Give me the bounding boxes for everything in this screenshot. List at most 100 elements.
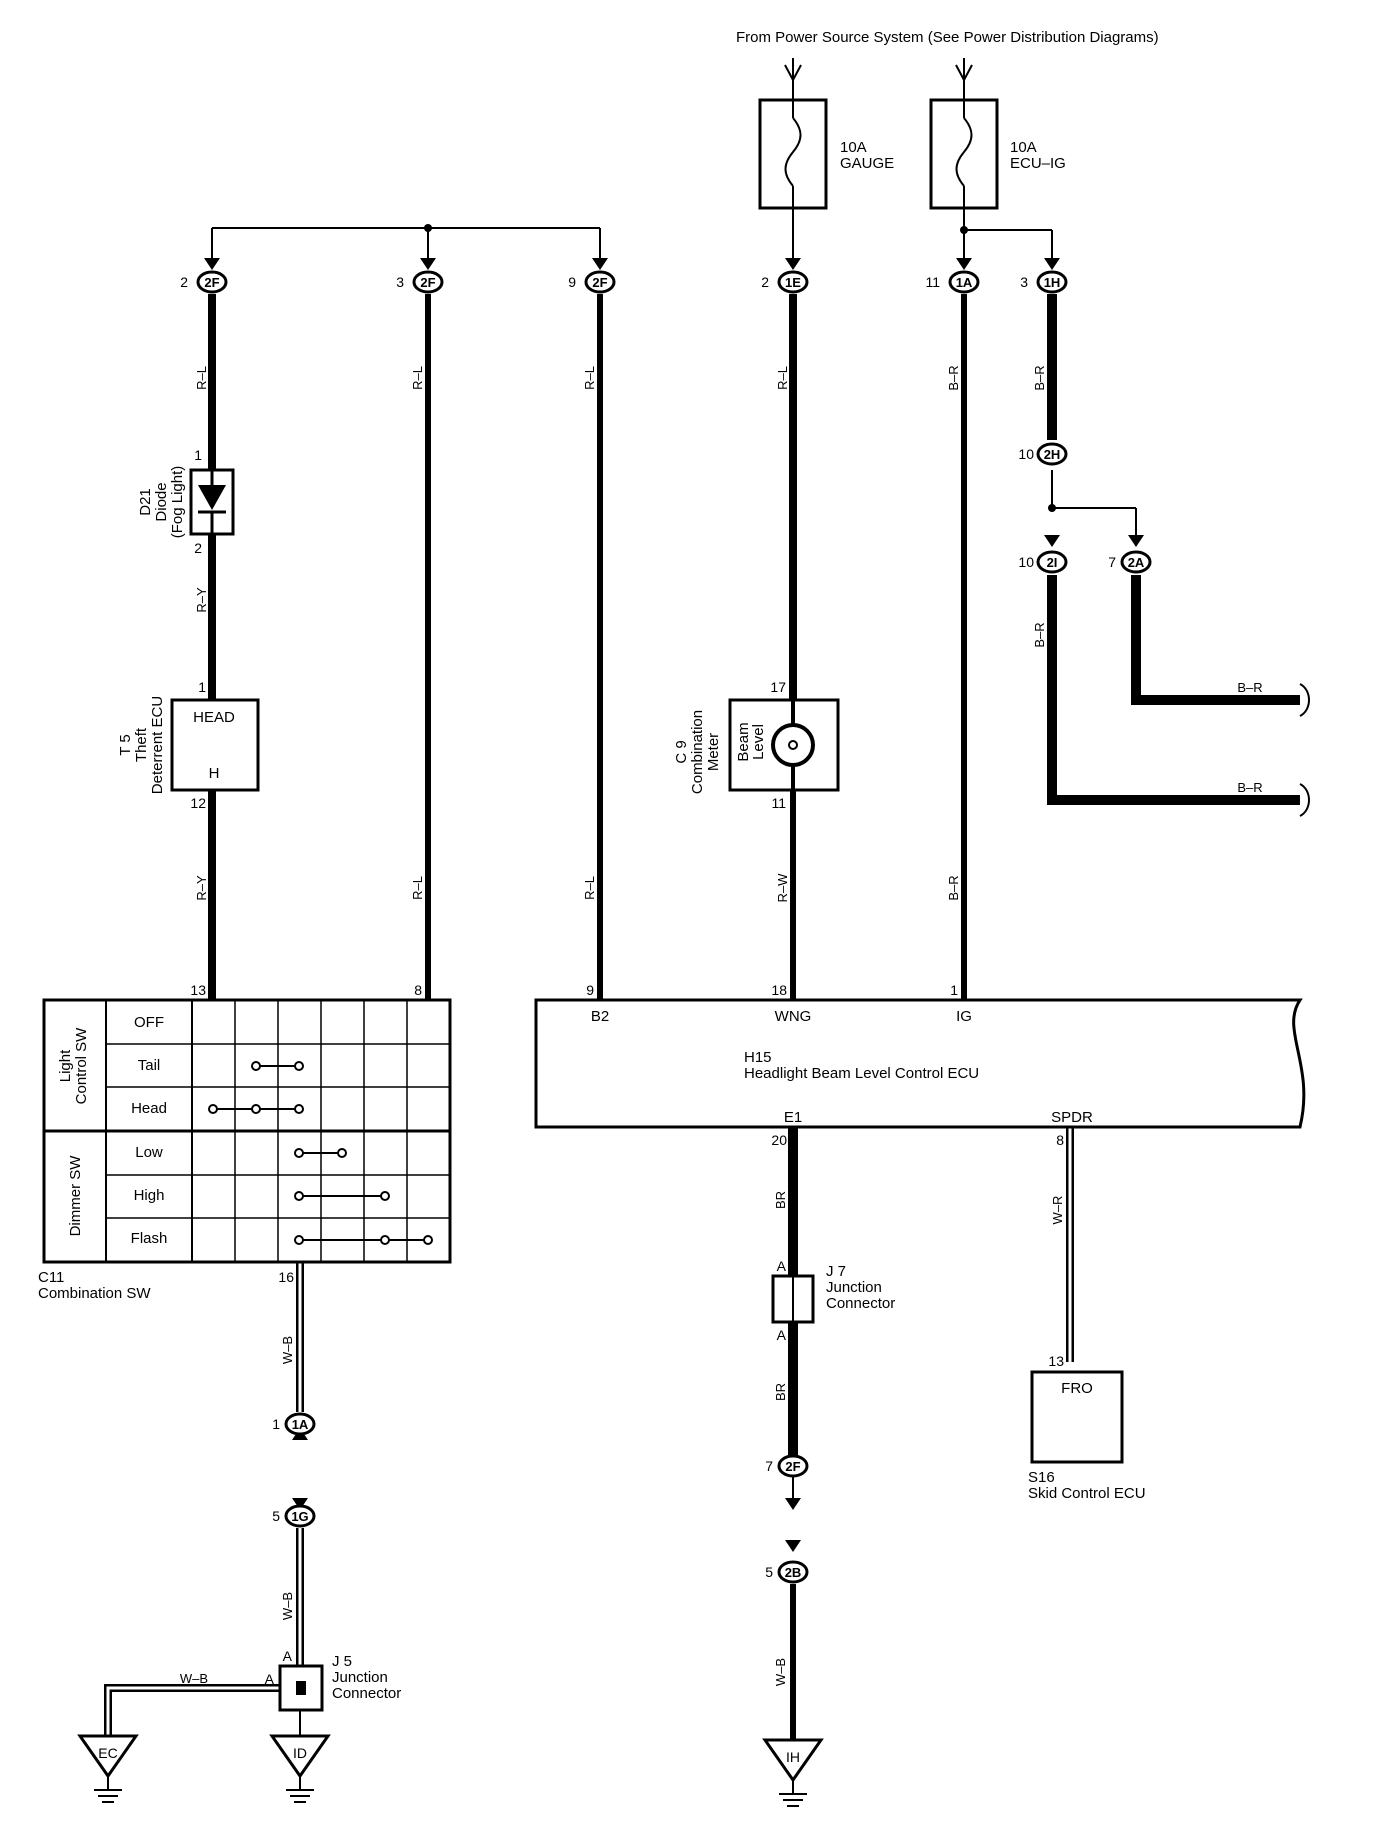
white-wires (104, 1128, 1074, 1736)
svg-text:1: 1 (950, 982, 958, 998)
svg-text:7: 7 (1108, 554, 1116, 570)
connector-2a: 2A7 (1108, 550, 1152, 574)
svg-text:2: 2 (194, 540, 202, 556)
svg-text:S16: S16 (1028, 1469, 1055, 1486)
svg-text:SPDR: SPDR (1051, 1109, 1093, 1126)
svg-text:10A: 10A (1010, 139, 1037, 156)
svg-text:R–L: R–L (194, 366, 209, 390)
svg-text:R–L: R–L (775, 366, 790, 390)
svg-text:5: 5 (765, 1564, 773, 1580)
svg-text:2H: 2H (1044, 447, 1061, 462)
svg-text:HEAD: HEAD (193, 709, 235, 726)
svg-text:10: 10 (1018, 554, 1034, 570)
svg-text:R–L: R–L (582, 366, 597, 390)
svg-text:B–R: B–R (1032, 365, 1047, 390)
svg-text:12: 12 (190, 795, 206, 811)
svg-text:2B: 2B (785, 1565, 802, 1580)
svg-text:A: A (777, 1258, 787, 1274)
svg-text:7: 7 (765, 1458, 773, 1474)
svg-text:BR: BR (773, 1383, 788, 1401)
svg-text:R–L: R–L (410, 876, 425, 900)
wire-color-labels: R–L R–Y R–Y R–L R–L R–L R–L R–L R–W B–R … (180, 365, 1263, 1686)
svg-text:8: 8 (414, 982, 422, 998)
svg-text:R–W: R–W (775, 873, 790, 903)
svg-text:10: 10 (1018, 446, 1034, 462)
svg-text:Meter: Meter (705, 733, 722, 771)
svg-text:2F: 2F (592, 275, 607, 290)
svg-text:A: A (283, 1648, 293, 1664)
power-arrows (784, 58, 973, 100)
svg-text:B–R: B–R (946, 875, 961, 900)
switch-row-high: High (134, 1187, 165, 1204)
svg-text:1A: 1A (956, 275, 973, 290)
switch-row-head: Head (131, 1100, 167, 1117)
svg-text:R–L: R–L (410, 366, 425, 390)
fuse-gauge: 10A GAUGE (758, 98, 894, 210)
svg-text:Skid Control ECU: Skid Control ECU (1028, 1485, 1146, 1502)
svg-text:3: 3 (1020, 274, 1028, 290)
svg-text:W–B: W–B (280, 1592, 295, 1620)
svg-text:Dimmer SW: Dimmer SW (67, 1155, 84, 1237)
connector-1a-bottom: 1A1 (272, 1412, 316, 1436)
connector-1g: 1G5 (272, 1504, 316, 1528)
svg-text:B–R: B–R (946, 365, 961, 390)
connector-1e: 1E 2 (761, 270, 809, 294)
connector-1h: 1H3 (1020, 270, 1068, 294)
svg-text:13: 13 (1048, 1353, 1064, 1369)
svg-text:9: 9 (568, 274, 576, 290)
combination-meter: Beam Level 17 11 C 9 Combination Meter (673, 679, 840, 811)
skid-control-ecu: FRO 13 S16 Skid Control ECU (1028, 1353, 1146, 1502)
svg-text:Headlight Beam Level Control E: Headlight Beam Level Control ECU (744, 1065, 979, 1082)
svg-text:R–Y: R–Y (194, 875, 209, 901)
svg-text:FRO: FRO (1061, 1380, 1093, 1397)
switch-row-off: OFF (134, 1014, 164, 1031)
svg-text:R–Y: R–Y (194, 587, 209, 613)
svg-text:2: 2 (761, 274, 769, 290)
svg-text:ECU–IG: ECU–IG (1010, 155, 1066, 172)
svg-text:Level: Level (750, 724, 767, 760)
svg-text:2I: 2I (1047, 555, 1058, 570)
diode-d21: 1 2 D21 Diode (Fog Light) (137, 447, 235, 556)
svg-text:17: 17 (770, 679, 786, 695)
svg-text:W–B: W–B (280, 1336, 295, 1364)
svg-text:1: 1 (198, 679, 206, 695)
connector-1a-top: 1A 11 (925, 270, 980, 294)
svg-text:GAUGE: GAUGE (840, 155, 894, 172)
fuse-ecu-ig: 10A ECU–IG (929, 98, 1066, 210)
connector-2h: 2H 10 (1018, 442, 1068, 466)
svg-text:C 9: C 9 (673, 740, 690, 763)
svg-text:B–R: B–R (1237, 780, 1262, 795)
svg-text:BR: BR (773, 1191, 788, 1209)
svg-text:11: 11 (925, 274, 940, 290)
connector-2f-a: 2F2 (180, 270, 228, 294)
switch-row-tail: Tail (138, 1057, 161, 1074)
svg-text:Connector: Connector (332, 1685, 401, 1702)
svg-text:13: 13 (190, 982, 206, 998)
svg-text:Control SW: Control SW (73, 1027, 90, 1105)
combination-switch: Light Control SW Dimmer SW OFF Tail Head… (38, 982, 452, 1302)
svg-text:J 7: J 7 (826, 1263, 846, 1280)
svg-text:18: 18 (771, 982, 787, 998)
svg-text:10A: 10A (840, 139, 867, 156)
svg-text:Diode: Diode (153, 482, 170, 521)
svg-text:W–B: W–B (180, 1671, 208, 1686)
svg-text:ID: ID (293, 1745, 307, 1761)
svg-text:Combination SW: Combination SW (38, 1285, 151, 1302)
svg-text:Connector: Connector (826, 1295, 895, 1312)
svg-text:H15: H15 (744, 1049, 772, 1066)
svg-text:11: 11 (771, 795, 786, 811)
junction-connector-j7: A A J 7 Junction Connector (771, 1258, 895, 1343)
svg-text:IG: IG (956, 1008, 972, 1025)
svg-text:8: 8 (1056, 1132, 1064, 1148)
switch-row-flash: Flash (131, 1230, 168, 1247)
svg-text:W–R: W–R (1050, 1196, 1065, 1225)
svg-text:A: A (265, 1671, 275, 1687)
svg-text:Combination: Combination (689, 710, 706, 794)
svg-text:1E: 1E (785, 275, 801, 290)
svg-text:H: H (209, 765, 220, 782)
svg-text:WNG: WNG (775, 1008, 812, 1025)
svg-text:Junction: Junction (332, 1669, 388, 1686)
svg-text:Light: Light (57, 1049, 74, 1082)
ground-ec: EC (77, 1734, 139, 1803)
